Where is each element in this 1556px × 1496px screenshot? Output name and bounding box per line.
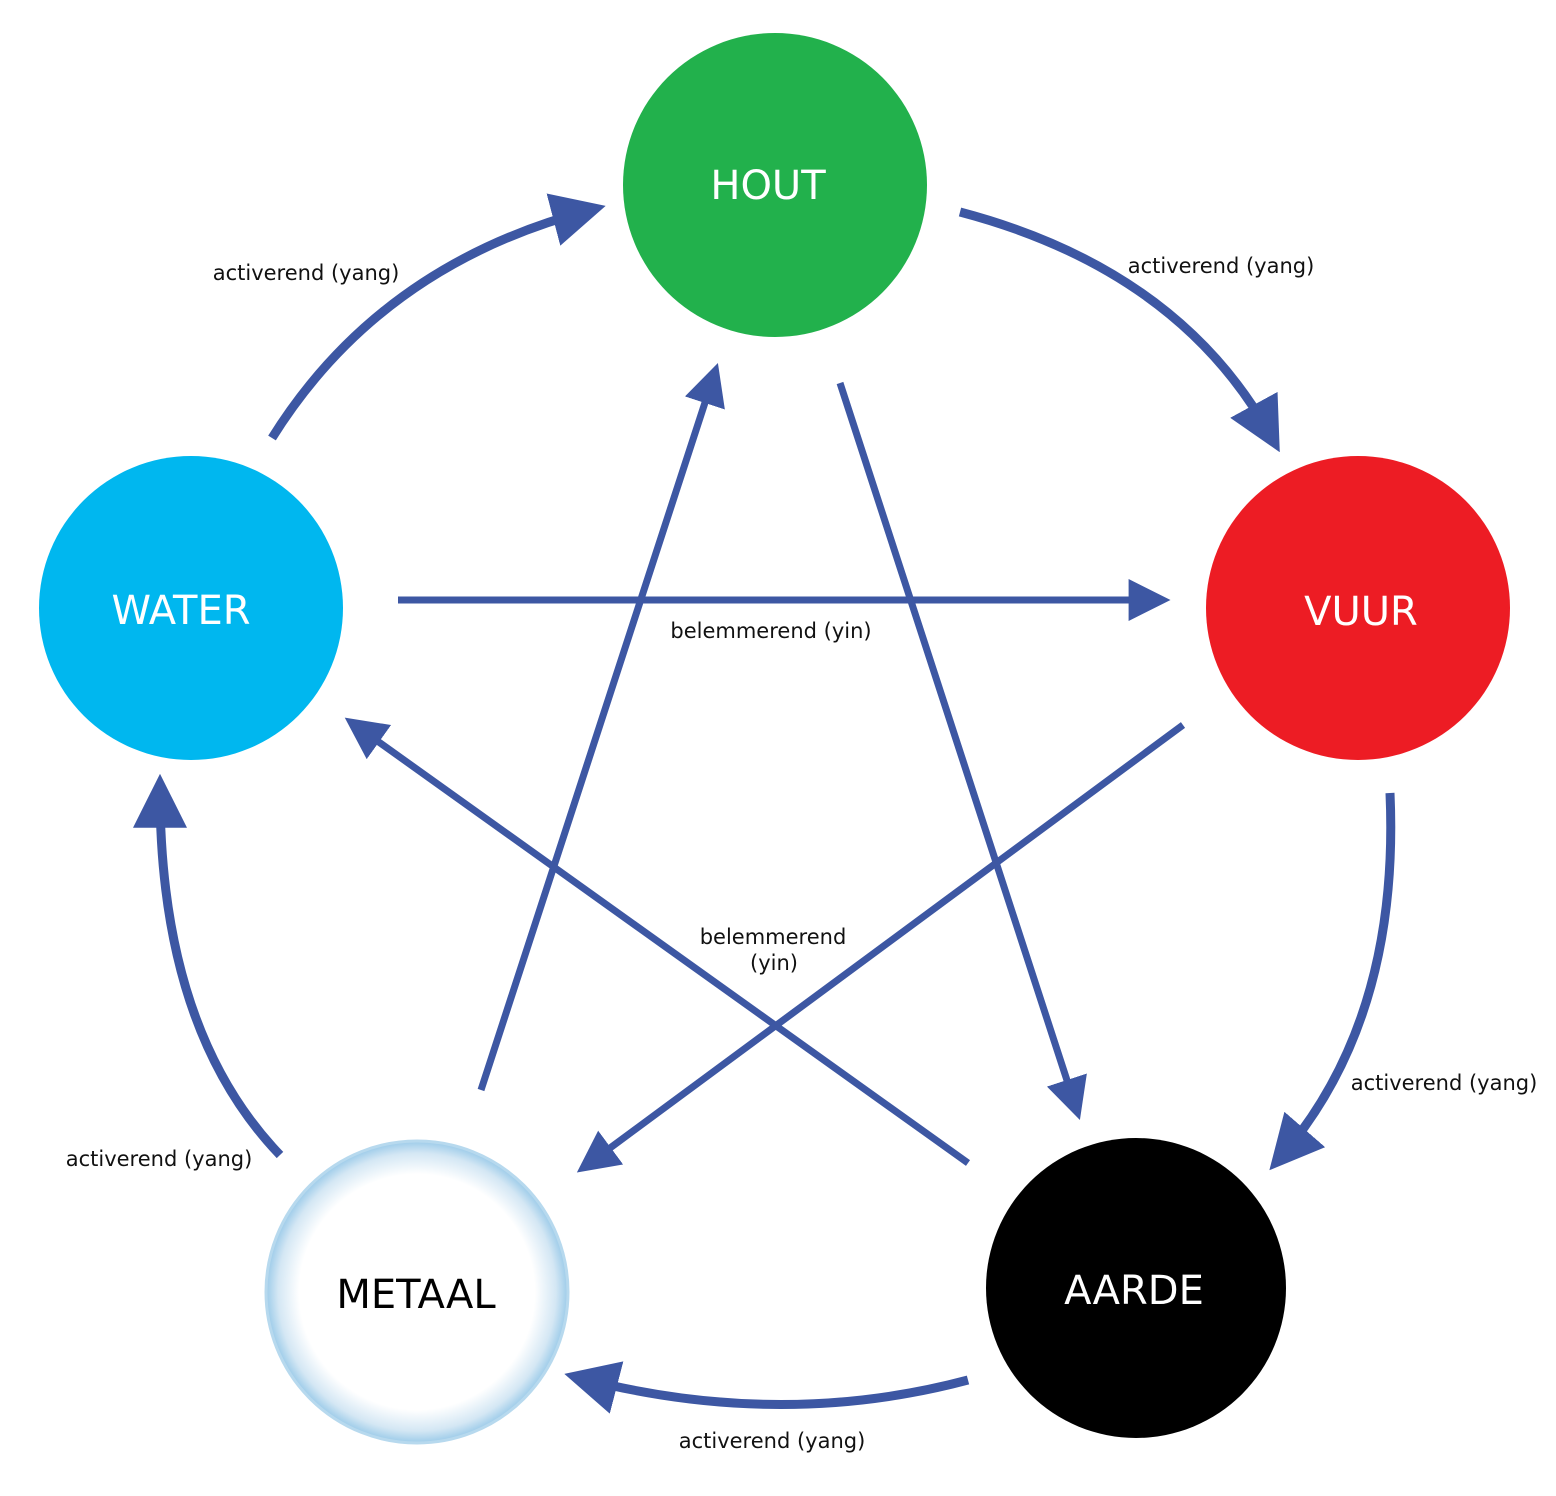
metaal-circle	[264, 1139, 570, 1445]
label-hout-vuur: activerend (yang)	[1128, 254, 1315, 278]
label-water-hout: activerend (yang)	[213, 261, 400, 285]
node-water: WATER	[39, 456, 343, 760]
node-hout: HOUT	[623, 33, 927, 337]
arrow-hout-to-aarde	[836, 381, 1087, 1120]
label-center-line1: belemmerend	[700, 925, 847, 949]
aarde-label: AARDE	[1064, 1268, 1204, 1314]
edge-labels: activerend (yang) activerend (yang) acti…	[66, 254, 1538, 1453]
label-center-line2: (yin)	[750, 951, 798, 975]
label-water-vuur: belemmerend (yin)	[670, 619, 871, 643]
yin-star-arrows	[344, 363, 1186, 1173]
arrow-vuur-to-metaal	[576, 722, 1186, 1173]
aarde-circle	[986, 1138, 1286, 1438]
node-aarde: AARDE	[986, 1138, 1286, 1438]
arrow-hout-to-vuur	[958, 207, 1280, 453]
arrow-aarde-to-water	[344, 717, 971, 1166]
vuur-circle	[1206, 456, 1510, 760]
node-vuur: VUUR	[1206, 456, 1510, 760]
arrow-water-to-hout	[268, 193, 606, 441]
arrow-aarde-to-metaal	[564, 1361, 970, 1414]
water-label: WATER	[111, 588, 250, 634]
vuur-label: VUUR	[1304, 589, 1418, 635]
arrow-vuur-to-aarde	[1269, 792, 1396, 1171]
label-vuur-aarde: activerend (yang)	[1351, 1071, 1538, 1095]
yang-cycle-arrows	[133, 193, 1396, 1414]
arrow-metaal-to-hout	[477, 363, 725, 1092]
water-circle	[39, 456, 343, 760]
hout-label: HOUT	[710, 163, 826, 209]
label-aarde-metaal: activerend (yang)	[679, 1429, 866, 1453]
label-metaal-water: activerend (yang)	[66, 1147, 253, 1171]
metaal-label: METAAL	[336, 1272, 496, 1318]
hout-circle	[623, 33, 927, 337]
node-metaal: METAAL	[264, 1139, 570, 1445]
arrow-metaal-to-water	[133, 773, 284, 1159]
